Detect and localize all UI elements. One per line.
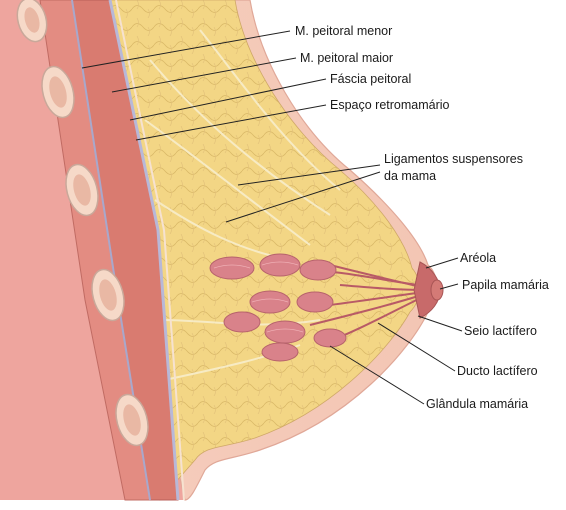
label-glandula-mamaria: Glândula mamária: [426, 397, 528, 411]
label-espaco-retromamario: Espaço retromamário: [330, 98, 450, 112]
label-peitoral-maior: M. peitoral maior: [300, 51, 393, 65]
label-papila-mamaria: Papila mamária: [462, 278, 549, 292]
label-areola: Aréola: [460, 251, 496, 265]
label-fascia-peitoral: Fáscia peitoral: [330, 72, 411, 86]
label-peitoral-menor: M. peitoral menor: [295, 24, 392, 38]
label-ligamentos-line1: Ligamentos suspensores: [384, 152, 523, 166]
label-ducto-lactifero: Ducto lactífero: [457, 364, 538, 378]
nipple: [431, 280, 443, 300]
label-seio-lactifero: Seio lactífero: [464, 324, 537, 338]
label-ligamentos-line2: da mama: [384, 169, 436, 183]
